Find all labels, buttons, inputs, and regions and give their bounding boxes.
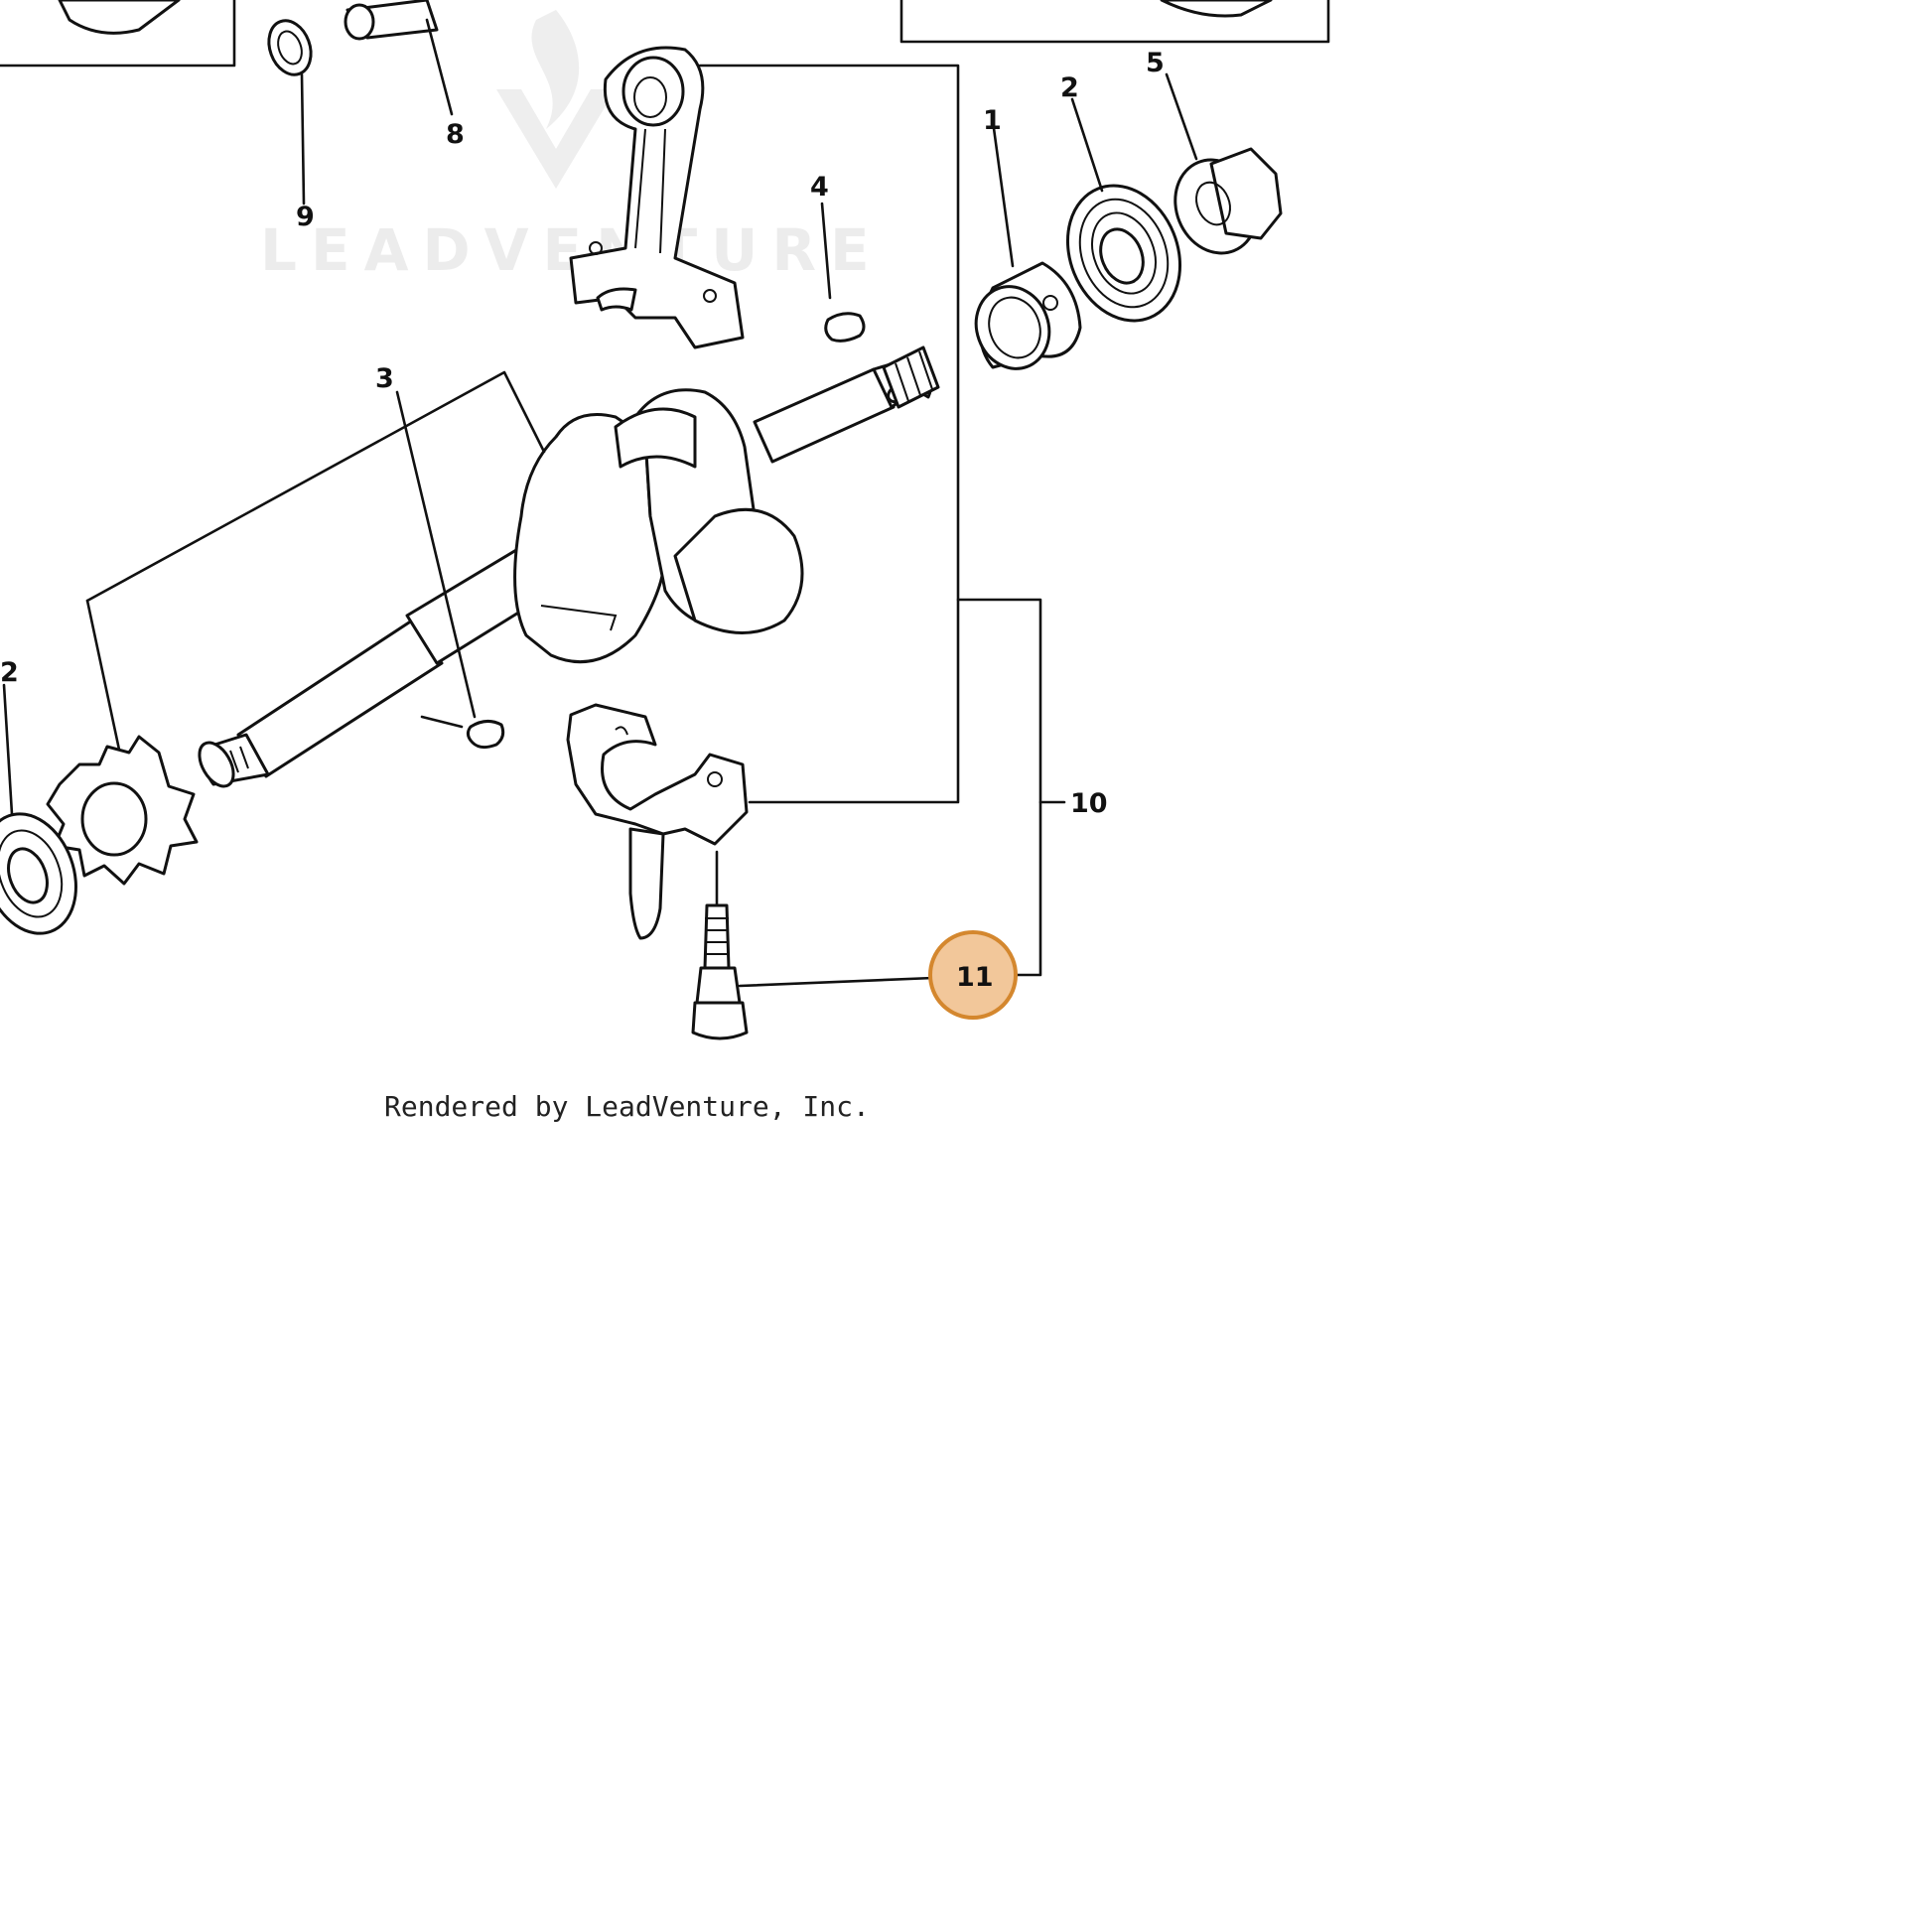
part-8-pin bbox=[344, 0, 454, 116]
label-part-11[interactable]: 11 bbox=[956, 962, 994, 993]
top-left-box bbox=[0, 0, 236, 68]
callout-highlight-ring bbox=[928, 930, 1018, 1020]
part-11-callout[interactable]: 11 bbox=[928, 930, 1018, 1020]
top-right-box bbox=[899, 0, 1330, 44]
part-4-key bbox=[820, 202, 866, 343]
label-part-8: 8 bbox=[446, 119, 465, 150]
part-11-bolt bbox=[691, 850, 935, 1040]
connecting-rod bbox=[569, 46, 745, 349]
label-part-3: 3 bbox=[375, 363, 394, 394]
part-2-ball-bearing bbox=[1065, 97, 1182, 323]
label-part-10: 10 bbox=[1070, 788, 1108, 819]
label-part-2: 2 bbox=[1060, 72, 1079, 103]
timing-gear bbox=[46, 735, 199, 886]
part-3-key bbox=[395, 390, 505, 750]
left-ball-bearing bbox=[0, 683, 77, 935]
assembly-bracket-lines bbox=[698, 64, 1066, 977]
label-part-9: 9 bbox=[296, 202, 315, 232]
crankshaft bbox=[198, 345, 940, 788]
rod-cap-with-dipper bbox=[566, 703, 749, 940]
part-1-bearing-sleeve bbox=[974, 119, 1082, 370]
part-5-flange-nut bbox=[1165, 72, 1283, 255]
label-part-5: 5 bbox=[1146, 48, 1165, 78]
credit-text: Rendered by LeadVenture, Inc. bbox=[384, 1090, 870, 1123]
gear-bracket-lines bbox=[85, 370, 546, 752]
label-part-2-left: 2 bbox=[0, 657, 19, 688]
part-9-snap-ring bbox=[267, 19, 313, 206]
watermark-logo-icon bbox=[496, 10, 616, 189]
watermark-text: LEADVENTURE bbox=[260, 216, 884, 284]
label-part-1: 1 bbox=[983, 105, 1002, 136]
label-part-4: 4 bbox=[810, 172, 829, 203]
